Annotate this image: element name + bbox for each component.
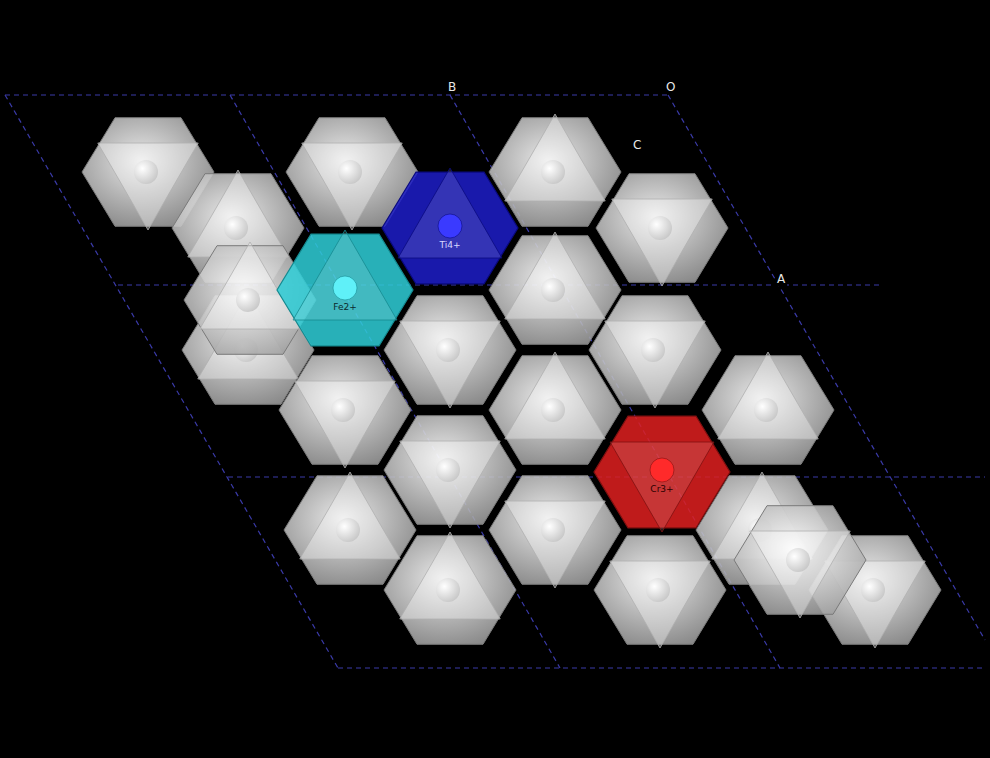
octahedron [384, 532, 516, 644]
unit-cell-lines [5, 95, 985, 668]
octahedron [384, 296, 516, 408]
octahedra [82, 114, 941, 648]
octahedron [594, 536, 726, 648]
octahedron [489, 352, 621, 464]
axis-label: C [631, 138, 643, 152]
octahedron [489, 476, 621, 588]
octahedron [734, 506, 866, 618]
octahedron [279, 356, 411, 468]
octahedron [489, 114, 621, 226]
axis-label: A [775, 272, 787, 286]
octahedron [596, 174, 728, 286]
octahedron [284, 472, 416, 584]
ion-octahedron: Fe2+ [275, 220, 415, 360]
ion-label: Ti4+ [439, 240, 462, 251]
axis-label: O [664, 80, 677, 94]
octahedron [702, 352, 834, 464]
ion-label: Cr3+ [649, 484, 674, 495]
ion-octahedron: Cr3+ [592, 402, 732, 542]
octahedron-shape [275, 220, 415, 360]
octahedron [489, 232, 621, 344]
axis-label: B [446, 80, 458, 94]
octahedron-shape [592, 402, 732, 542]
ion-label: Fe2+ [332, 302, 358, 313]
